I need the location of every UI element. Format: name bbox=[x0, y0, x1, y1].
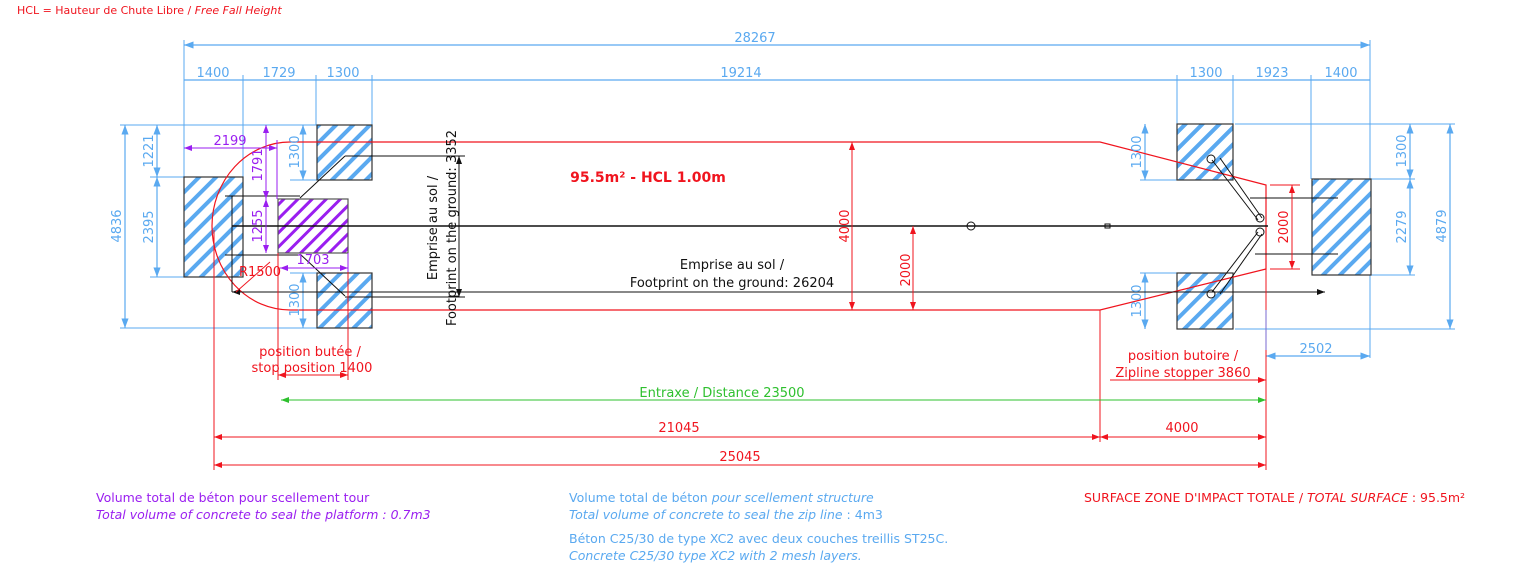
footprint-length-label: Emprise au sol / bbox=[680, 258, 785, 273]
dim-top: 1729 bbox=[262, 66, 295, 81]
dim-left-top: 1221 bbox=[142, 134, 157, 167]
foundation-block bbox=[316, 124, 373, 181]
surface-note-value: : 95.5m² bbox=[1407, 490, 1466, 505]
dim-platform-height: 1255 bbox=[251, 209, 266, 242]
dim-len-b: 4000 bbox=[1165, 421, 1198, 436]
foundation-block bbox=[1176, 272, 1234, 330]
legend-en: Free Fall Height bbox=[194, 4, 282, 17]
dim-right-offset: 2502 bbox=[1299, 342, 1332, 357]
foundation-block bbox=[1176, 123, 1234, 181]
dim-zone-end: 2000 bbox=[1277, 210, 1292, 243]
platform-note-fr: Volume total de béton pour scellement to… bbox=[96, 490, 370, 505]
dim-len-total: 25045 bbox=[719, 450, 760, 465]
dim-radius: R1500 bbox=[239, 265, 281, 280]
zipline-stopper-label: position butoire / bbox=[1128, 349, 1239, 364]
dimension-lines-red bbox=[213, 142, 1300, 470]
footprint-width-label: Footprint on the ground: 3352 bbox=[445, 130, 460, 326]
legend-sep: / bbox=[184, 4, 195, 17]
dim-left-small-bottom: 1300 bbox=[288, 283, 303, 316]
dim-zone-half: 2000 bbox=[899, 253, 914, 286]
concrete-note-en: Concrete C25/30 type XC2 with 2 mesh lay… bbox=[569, 548, 862, 563]
dim-len-a: 21045 bbox=[658, 421, 699, 436]
stop-position-label: position butée / bbox=[259, 345, 361, 360]
zone-title: 95.5m² - HCL 1.00m bbox=[570, 170, 726, 186]
platform-concrete-note: Volume total de béton pour scellement to… bbox=[96, 489, 431, 523]
dim-top: 1300 bbox=[326, 66, 359, 81]
platform-note-en: Total volume of concrete to seal the pla… bbox=[96, 507, 431, 522]
dim-right-small-bottom: 1300 bbox=[1130, 284, 1145, 317]
dim-top: 1400 bbox=[1324, 66, 1357, 81]
dim-platform-top: 1791 bbox=[251, 148, 266, 181]
footprint-width-label: Emprise au sol / bbox=[426, 175, 441, 280]
zip-note-en: Total volume of concrete to seal the zip… bbox=[569, 507, 843, 522]
foundation-blocks bbox=[183, 123, 1372, 330]
dim-left-small-top: 1300 bbox=[288, 135, 303, 168]
zip-note-fr: Volume total de béton bbox=[569, 490, 712, 505]
concrete-note-fr: Béton C25/30 de type XC2 avec deux couch… bbox=[569, 531, 949, 546]
distance-label: Entraxe / Distance 23500 bbox=[639, 386, 804, 401]
dim-right-small-top: 1300 bbox=[1130, 135, 1145, 168]
dim-top: 19214 bbox=[720, 66, 761, 81]
dim-overall: 28267 bbox=[734, 31, 775, 46]
dim-right-top: 1300 bbox=[1395, 134, 1410, 167]
surface-note-fr: SURFACE ZONE D'IMPACT TOTALE / bbox=[1084, 490, 1308, 505]
hcl-legend: HCL = Hauteur de Chute Libre / Free Fall… bbox=[17, 2, 282, 19]
zipline-stopper-label: Zipline stopper 3860 bbox=[1115, 366, 1250, 381]
dim-left-overall: 4836 bbox=[110, 209, 125, 242]
dim-right-mid: 2279 bbox=[1395, 210, 1410, 243]
dimension-lines-purple bbox=[184, 125, 349, 272]
legend-fr: HCL = Hauteur de Chute Libre bbox=[17, 4, 185, 17]
dim-left-mid: 2395 bbox=[142, 210, 157, 243]
foundation-block bbox=[316, 272, 373, 329]
dim-zone-width: 4000 bbox=[838, 209, 853, 242]
dimension-lines-blue bbox=[121, 41, 1454, 360]
foundation-block bbox=[1311, 178, 1372, 276]
zip-note-fr-italic: pour scellement structure bbox=[711, 490, 874, 505]
dim-top: 1400 bbox=[196, 66, 229, 81]
dim-platform-width: 2199 bbox=[213, 134, 246, 149]
zip-note-en-value: : 4m3 bbox=[842, 507, 883, 522]
surface-note: SURFACE ZONE D'IMPACT TOTALE / TOTAL SUR… bbox=[1084, 489, 1465, 506]
dim-top: 1300 bbox=[1189, 66, 1222, 81]
zipline-concrete-note: Volume total de béton pour scellement st… bbox=[569, 489, 948, 564]
footprint-length-label: Footprint on the ground: 26204 bbox=[630, 276, 834, 291]
stop-position-label: stop position 1400 bbox=[252, 361, 373, 376]
dim-right-overall: 4879 bbox=[1435, 209, 1450, 242]
dim-top: 1923 bbox=[1255, 66, 1288, 81]
dim-platform-length: 1703 bbox=[296, 253, 329, 268]
zipline-structure bbox=[225, 154, 1338, 299]
surface-note-en: TOTAL SURFACE bbox=[1307, 490, 1408, 505]
